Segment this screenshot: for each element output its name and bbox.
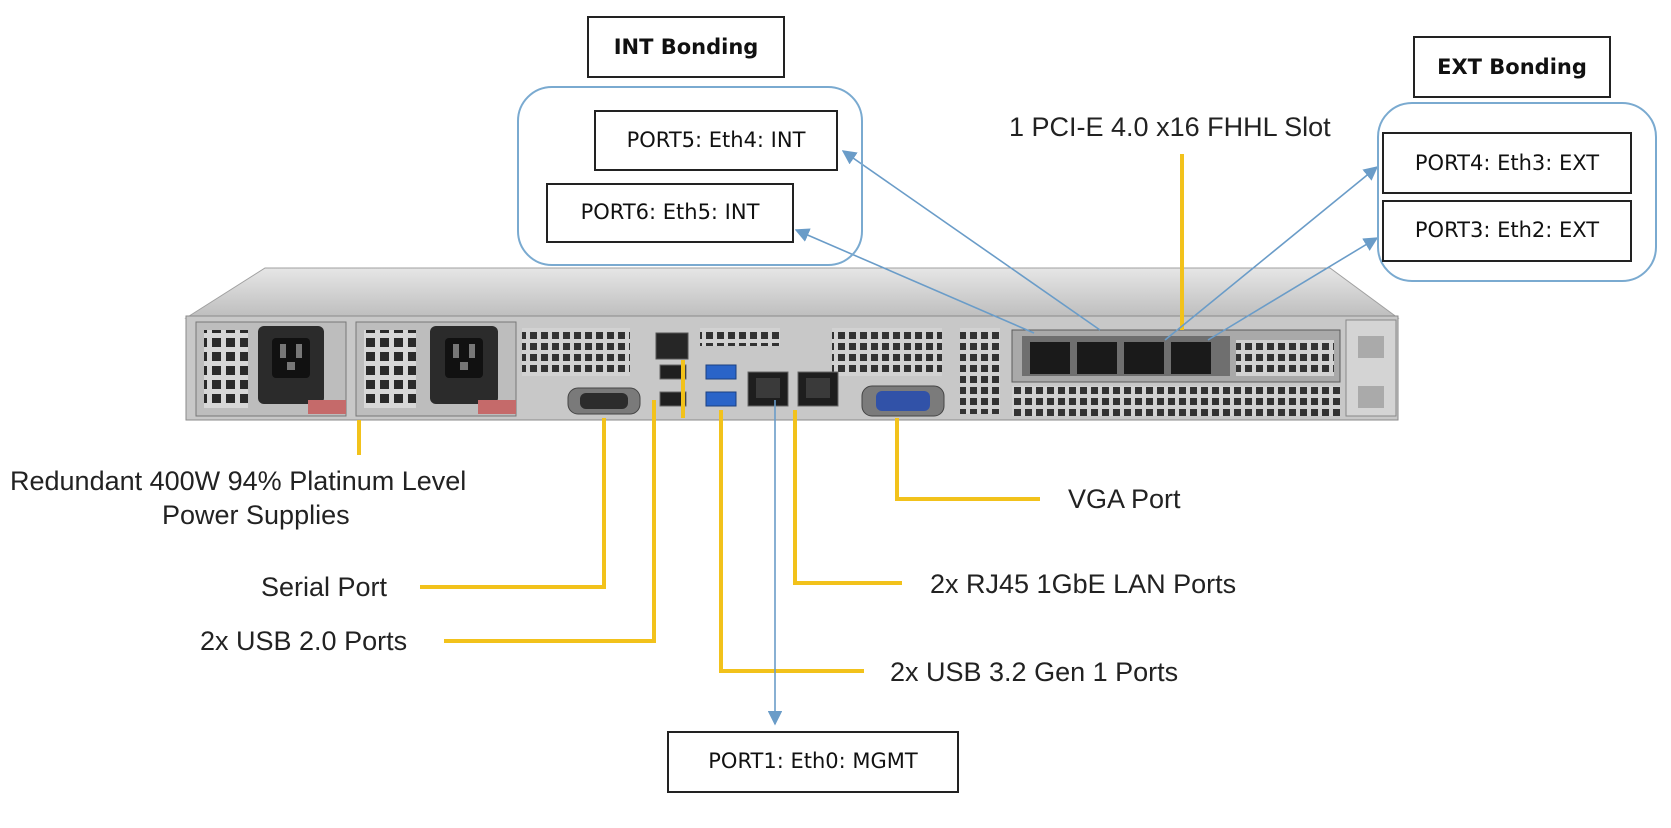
arrow-port5	[841, 150, 1101, 331]
int-bonding-outline	[517, 86, 863, 266]
usb3-ports	[705, 364, 737, 407]
io-vent-far	[960, 328, 1000, 414]
ext-bonding-outline	[1377, 102, 1657, 282]
port5-label: PORT5: Eth4: INT	[627, 128, 806, 152]
usb2-ports-label: 2x USB 2.0 Ports	[200, 626, 407, 656]
chassis-lid	[184, 267, 1400, 319]
int-bonding-title-box	[587, 16, 785, 78]
int-bonding-group: INT Bonding PORT5: Eth4: INT PORT6: Eth5…	[517, 16, 863, 266]
port-arrows	[767, 150, 1379, 726]
port5-box	[594, 110, 838, 171]
leader-vga	[895, 418, 1040, 501]
rj45-ports-label: 2x RJ45 1GbE LAN Ports	[930, 569, 1236, 599]
pcie-slot-label: 1 PCI-E 4.0 x16 FHHL Slot	[1009, 112, 1331, 142]
io-vent-right	[832, 328, 942, 376]
power-supply-label-line2: Power Supplies	[162, 500, 350, 530]
pcie-card	[1011, 329, 1341, 416]
leader-rj45	[793, 410, 902, 585]
rj45-lan-ports	[747, 371, 839, 407]
usb3-ports-label: 2x USB 3.2 Gen 1 Ports	[890, 657, 1178, 687]
server-chassis	[184, 267, 1400, 421]
port6-box	[546, 183, 794, 243]
arrow-port6	[794, 228, 1035, 334]
leader-usb3	[719, 410, 864, 673]
serial-port	[567, 387, 641, 415]
ext-bonding-title: EXT Bonding	[1437, 55, 1587, 79]
vga-port	[861, 385, 945, 417]
power-supply-label-line1: Redundant 400W 94% Platinum Level	[10, 466, 466, 496]
rack-ear-right	[1345, 319, 1397, 417]
port3-label: PORT3: Eth2: EXT	[1415, 218, 1599, 242]
mgmt-port-group: PORT1: Eth0: MGMT	[667, 731, 959, 793]
port3-box	[1382, 200, 1632, 262]
port4-label: PORT4: Eth3: EXT	[1415, 151, 1599, 175]
ext-bonding-title-box	[1413, 36, 1611, 98]
io-vent-mid	[700, 328, 780, 346]
arrow-port4	[1164, 166, 1379, 341]
ext-bonding-group: EXT Bonding PORT4: Eth3: EXT PORT3: Eth2…	[1377, 36, 1657, 282]
port6-label: PORT6: Eth5: INT	[581, 200, 760, 224]
port1-label: PORT1: Eth0: MGMT	[708, 749, 918, 773]
vga-port-label: VGA Port	[1068, 484, 1181, 514]
io-vent-left	[522, 328, 630, 376]
arrow-port3	[1207, 237, 1379, 341]
leader-usb2	[444, 400, 656, 643]
leader-serial	[420, 418, 606, 589]
leader-lines	[357, 154, 1184, 673]
int-bonding-title: INT Bonding	[614, 35, 759, 59]
port4-box	[1382, 132, 1632, 194]
power-supply-1	[195, 321, 347, 417]
port1-box	[667, 731, 959, 793]
serial-port-label: Serial Port	[261, 572, 388, 602]
usb2-ports	[655, 332, 689, 407]
power-supply-2	[355, 321, 517, 417]
